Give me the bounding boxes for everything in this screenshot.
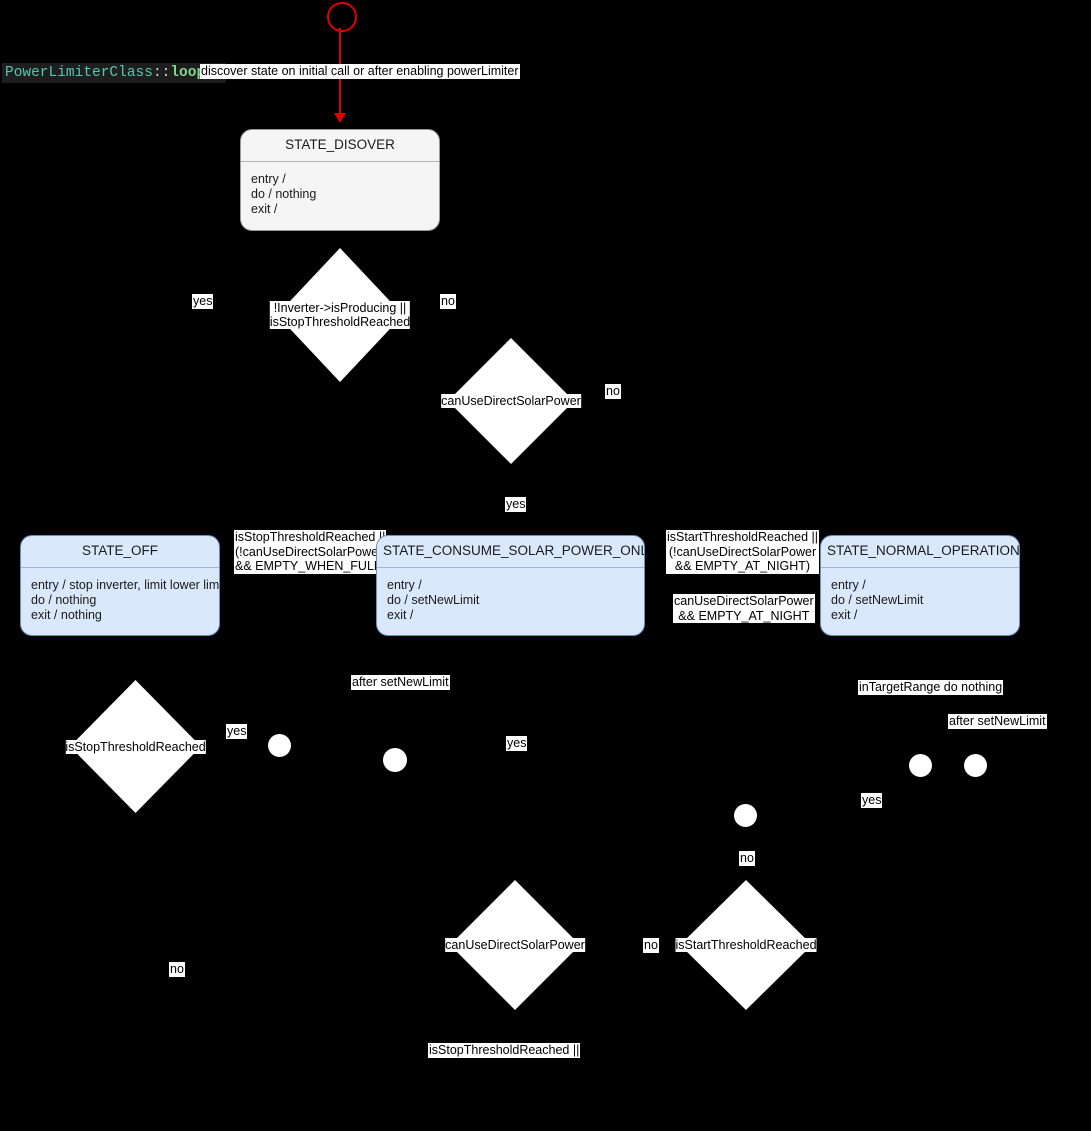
edge-label-yes-2: yes [505,497,527,512]
state-entry: entry / stop inverter, limit lower limit [31,578,220,592]
guard-line-1: isStopThresholdReached || [235,530,386,544]
state-box-state-consume-solar-power-only[interactable]: STATE_CONSUME_SOLAR_POWER_ONLY entry / d… [376,535,645,636]
state-body: entry / do / nothing exit / [241,162,439,217]
state-title: STATE_NORMAL_OPERATION [821,536,1019,568]
decision-can-use-direct-solar-power-bottom[interactable]: canUseDirectSolarPower [445,880,585,1010]
start-transition-label: discover state on initial call or after … [200,64,520,79]
state-body: entry / do / setNewLimit exit / [821,568,1019,623]
title-class-name: PowerLimiterClass [5,65,153,81]
guard-line-2: && EMPTY_AT_NIGHT [678,608,810,623]
diamond-shape [450,880,580,1010]
diamond-shape [680,880,812,1010]
guard-label-start-empty-at-night: isStartThresholdReached || (!canUseDirec… [666,530,820,574]
decision-inverter-producing[interactable]: !Inverter->isProducing || isStopThreshol… [269,248,411,382]
state-title: STATE_OFF [21,536,219,568]
guard-line-2: (!canUseDirectSolarPower [235,544,383,559]
guard-line-2: (!canUseDirectSolarPower [668,544,817,559]
edge-label-yes-1: yes [192,294,214,309]
state-exit: exit / nothing [31,608,102,622]
state-box-state-disover[interactable]: STATE_DISOVER entry / do / nothing exit … [240,129,440,231]
state-do: do / setNewLimit [387,593,480,607]
decision-is-stop-threshold-reached[interactable]: isStopThresholdReached [65,680,206,813]
state-entry: entry / [251,172,286,186]
state-do: do / nothing [251,187,317,201]
junction-dot-2 [383,748,407,772]
junction-dot-3 [734,804,757,827]
state-do: do / setNewLimit [831,593,924,607]
guard-line-1: isStartThresholdReached || [667,530,819,544]
title-separator: :: [152,65,171,81]
edge-label-no-5: no [643,938,659,953]
state-entry: entry / [831,578,866,592]
state-entry: entry / [387,578,422,592]
guard-line-3: && EMPTY_WHEN_FULL) [235,559,386,573]
edge-label-yes-4: yes [506,736,528,751]
edge-label-no-3: no [169,962,185,977]
edge-label-in-target-range: inTargetRange do nothing [858,680,1004,695]
edge-label-yes-3: yes [226,724,248,739]
state-title: STATE_DISOVER [241,130,439,162]
edge-label-after-set-new-limit-1: after setNewLimit [351,675,450,690]
state-title: STATE_CONSUME_SOLAR_POWER_ONLY [377,536,644,568]
diamond-shape [70,680,201,813]
diamond-shape [277,248,403,382]
junction-dot-5 [964,754,987,777]
page-title: PowerLimiterClass::loop() [2,63,226,83]
edge-label-after-set-new-limit-2: after setNewLimit [948,714,1047,729]
state-box-state-off[interactable]: STATE_OFF entry / stop inverter, limit l… [20,535,220,636]
start-transition-arrowhead [334,113,346,123]
guard-label-can-use-at-night: canUseDirectSolarPower && EMPTY_AT_NIGHT [673,594,815,623]
state-exit: exit / [251,202,278,216]
state-exit: exit / [387,608,414,622]
guard-line-1: canUseDirectSolarPower [674,594,814,608]
edge-label-no-4: no [739,851,755,866]
state-do: do / nothing [31,593,97,607]
guard-label-bottom-stop-threshold: isStopThresholdReached || [428,1043,581,1058]
state-body: entry / stop inverter, limit lower limit… [21,568,219,623]
decision-is-start-threshold-reached[interactable]: isStartThresholdReached [675,880,817,1010]
guard-label-stop-empty-when-full: isStopThresholdReached || (!canUseDirect… [234,530,387,574]
diamond-shape [448,338,574,464]
state-box-state-normal-operation[interactable]: STATE_NORMAL_OPERATION entry / do / setN… [820,535,1020,636]
junction-dot-1 [268,734,291,757]
start-node-icon [327,2,357,32]
edge-label-yes-5: yes [861,793,883,808]
state-body: entry / do / setNewLimit exit / [377,568,644,623]
edge-label-no-1: no [440,294,456,309]
junction-dot-4 [909,754,932,777]
decision-can-use-direct-solar-power-top[interactable]: canUseDirectSolarPower [441,338,581,464]
guard-line-3: && EMPTY_AT_NIGHT) [674,559,811,573]
state-exit: exit / [831,608,858,622]
edge-label-no-2: no [605,384,621,399]
